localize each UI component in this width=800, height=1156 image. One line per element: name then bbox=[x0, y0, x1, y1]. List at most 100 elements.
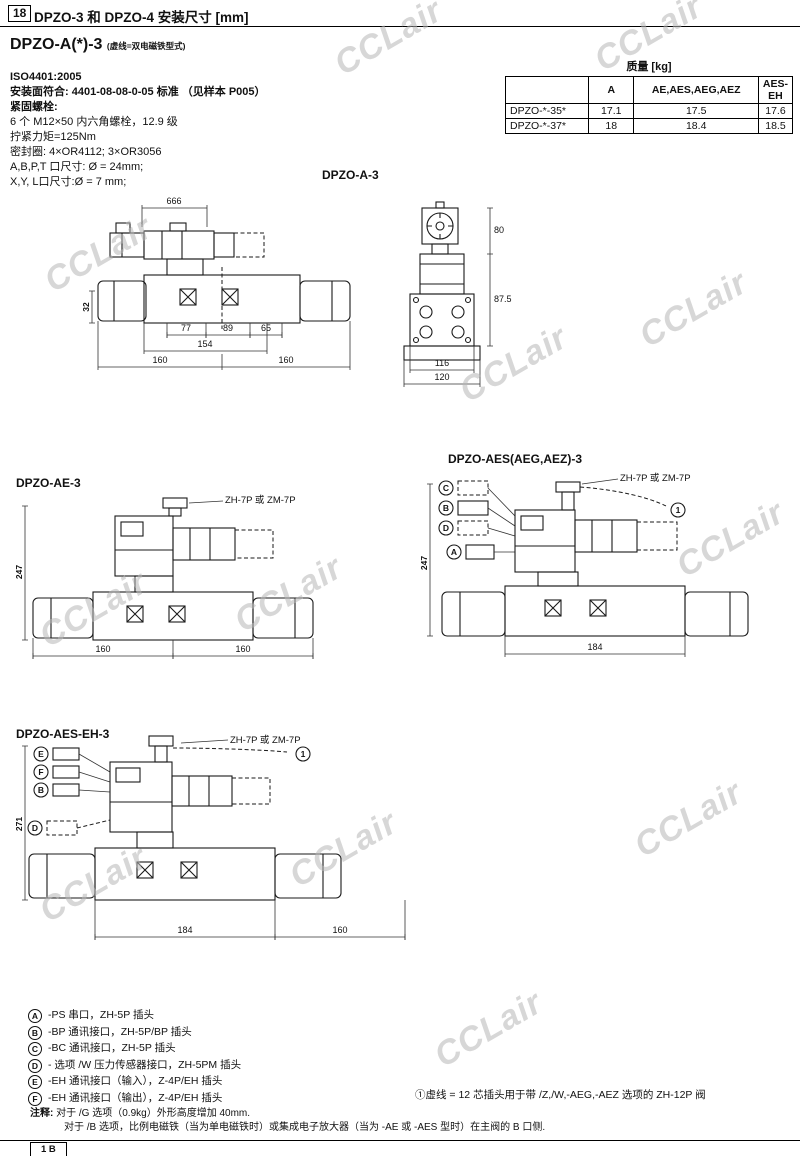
spec-line: 6 个 M12×50 内六角螺栓，12.9 级 bbox=[10, 116, 178, 128]
valve-neck bbox=[134, 575, 174, 593]
main-body bbox=[92, 591, 254, 641]
svg-text:B: B bbox=[443, 503, 449, 513]
valve-ae-drawing: ZH-7P 或 ZM-7P 247 bbox=[15, 494, 314, 659]
svg-text:160: 160 bbox=[278, 355, 293, 365]
legend-text: -EH 通讯接口（输出），Z-4P/EH 插头 bbox=[48, 1091, 223, 1104]
section-title: DPZO-A(*)-3 (虚线=双电磁铁型式) bbox=[10, 36, 186, 54]
svg-text:A: A bbox=[451, 547, 457, 557]
col-header-ae: AE,AES,AEG,AEZ bbox=[633, 76, 759, 104]
legend-item: D - 选项 /W 压力传感器接口，ZH-5PM 插头 bbox=[28, 1057, 241, 1074]
svg-text:77: 77 bbox=[181, 323, 191, 333]
svg-text:32: 32 bbox=[82, 302, 91, 312]
diagram-label-a: DPZO-A-3 bbox=[322, 168, 379, 182]
cell-value: 17.6 bbox=[757, 103, 794, 119]
page-title: DPZO-3 和 DPZO-4 安装尺寸 [mm] bbox=[34, 10, 249, 25]
legend-item: B -BP 通讯接口，ZH-5P/BP 插头 bbox=[28, 1024, 241, 1041]
watermark: CCLair bbox=[628, 773, 749, 865]
spec-line: ISO4401:2005 bbox=[10, 71, 82, 83]
watermark: CCLair bbox=[633, 263, 754, 355]
diagram-label-aes: DPZO-AES(AEG,AEZ)-3 bbox=[448, 452, 583, 466]
right-dims: 80 87.5 bbox=[487, 207, 512, 347]
valve-neck bbox=[136, 831, 174, 849]
note-marker-circle bbox=[670, 502, 686, 518]
zh-connector: ZH-7P 或 ZM-7P 1 bbox=[148, 734, 311, 763]
valve-neck bbox=[537, 571, 579, 587]
svg-text:65: 65 bbox=[261, 323, 271, 333]
legend-item: A-PS 串口，ZH-5P 插头 bbox=[28, 1007, 241, 1024]
connector-label: ZH-7P 或 ZM-7P bbox=[225, 494, 296, 506]
svg-text:D: D bbox=[32, 823, 38, 833]
neck bbox=[431, 243, 449, 255]
spec-line: 密封圈: 4×OR4112; 3×OR3056 bbox=[10, 146, 162, 158]
legend-key-f: F bbox=[28, 1091, 42, 1106]
pilot-valve bbox=[171, 775, 271, 807]
svg-text:160: 160 bbox=[152, 355, 167, 365]
svg-text:1: 1 bbox=[301, 749, 306, 759]
header-divider bbox=[0, 26, 800, 27]
legend-key-b: B bbox=[28, 1025, 42, 1040]
legend-item: F -EH 通讯接口（输出），Z-4P/EH 插头 bbox=[28, 1090, 241, 1107]
pilot-valve bbox=[172, 527, 274, 561]
legend-text: -EH 通讯接口（输入），Z-4P/EH 插头 bbox=[48, 1075, 223, 1087]
zh-connector: ZH-7P 或 ZM-7P bbox=[162, 494, 296, 517]
cell-model: DPZO-*-37* bbox=[504, 118, 590, 134]
spec-list: ISO4401:2005 安装面符合: 4401-08-08-0-05 标准 （… bbox=[10, 70, 410, 190]
dashed-second-solenoid bbox=[231, 777, 271, 805]
svg-text:184: 184 bbox=[177, 925, 192, 935]
spec-line: 拧紧力矩=125Nm bbox=[10, 131, 96, 143]
end-caps bbox=[28, 853, 342, 899]
footnotes: 注释: 对于 /G 选项（0.9kg）外形高度增加 40mm. 对于 /B 选项… bbox=[30, 1107, 545, 1134]
legend-key-d: D bbox=[28, 1058, 42, 1073]
svg-text:116: 116 bbox=[435, 358, 449, 368]
dim-32: 32 bbox=[82, 290, 95, 324]
valve-aes-eh-drawing: E F B D ZH-7P 或 ZM-7P 1 bbox=[15, 734, 406, 940]
valve-front-drawing: 666 32 bbox=[82, 196, 351, 370]
valve-side-drawing: 80 87.5 116 120 bbox=[403, 201, 512, 387]
spec-line: A,B,P,T 口尺寸: Ø = 24mm; bbox=[10, 161, 144, 173]
main-body bbox=[94, 847, 276, 901]
footnote-line: 注释: 对于 /G 选项（0.9kg）外形高度增加 40mm. bbox=[30, 1107, 545, 1121]
legend-key-e: E bbox=[28, 1075, 42, 1089]
bottom-dims: 77 89 65 154 160 160 bbox=[97, 321, 351, 370]
valve-neck bbox=[166, 258, 204, 276]
bottom-dims: 160 160 bbox=[32, 638, 314, 659]
electronics-housing bbox=[114, 515, 174, 577]
cell-model: DPZO-*-35* bbox=[504, 103, 590, 119]
model-name-note: (虚线=双电磁铁型式) bbox=[106, 41, 186, 51]
svg-text:666: 666 bbox=[166, 196, 181, 206]
mounting-flange bbox=[409, 293, 475, 347]
spec-line: 安装面符合: 4401-08-08-0-05 标准 （见样本 P005） bbox=[10, 86, 266, 98]
port-callouts: E F B D bbox=[27, 746, 111, 836]
weight-table: 质量 [kg] A AE,AES,AEG,AEZ AES-EH DPZO-*-3… bbox=[504, 58, 794, 134]
legend-item: C-BC 通讯接口，ZH-5P 插头 bbox=[28, 1040, 241, 1057]
legend-key-a: A bbox=[28, 1009, 42, 1023]
connector-label: ZH-7P 或 ZM-7P bbox=[230, 734, 301, 746]
svg-text:247: 247 bbox=[420, 556, 429, 570]
legend-text: - 选项 /W 压力传感器接口，ZH-5PM 插头 bbox=[48, 1058, 242, 1071]
table-row: DPZO-*-37* 18 18.4 18.5 bbox=[504, 118, 794, 134]
legend-text: -BP 通讯接口，ZH-5P/BP 插头 bbox=[48, 1025, 192, 1038]
upper-body bbox=[419, 253, 465, 295]
footnote-line: 对于 /B 选项，比例电磁铁（当为单电磁铁时）或集成电子放大器（当为 -AE 或… bbox=[64, 1121, 546, 1133]
page-number-box: 18 bbox=[8, 5, 32, 22]
bottom-dims: 184 160 bbox=[94, 900, 406, 940]
svg-text:C: C bbox=[443, 483, 449, 493]
electronics-housing bbox=[109, 761, 173, 833]
dashed-second-solenoid bbox=[233, 232, 265, 258]
legend-item: E -EH 通讯接口（输入），Z-4P/EH 插头 bbox=[28, 1073, 241, 1090]
svg-text:120: 120 bbox=[434, 372, 449, 382]
bottom-dims: 184 bbox=[504, 636, 686, 657]
pilot-valve bbox=[109, 222, 265, 260]
svg-text:1: 1 bbox=[676, 505, 681, 515]
legend-key-c: C bbox=[28, 1042, 42, 1056]
cell-value: 18 bbox=[588, 118, 635, 134]
svg-text:160: 160 bbox=[95, 644, 110, 654]
port-callouts: C B D A bbox=[438, 480, 516, 560]
base-plate bbox=[403, 345, 481, 361]
svg-text:184: 184 bbox=[587, 642, 602, 652]
svg-text:89: 89 bbox=[223, 323, 233, 333]
dashed-second-solenoid bbox=[234, 529, 274, 559]
pilot-valve bbox=[574, 519, 678, 553]
svg-text:160: 160 bbox=[332, 925, 347, 935]
col-header-aes-eh: AES-EH bbox=[757, 76, 794, 104]
